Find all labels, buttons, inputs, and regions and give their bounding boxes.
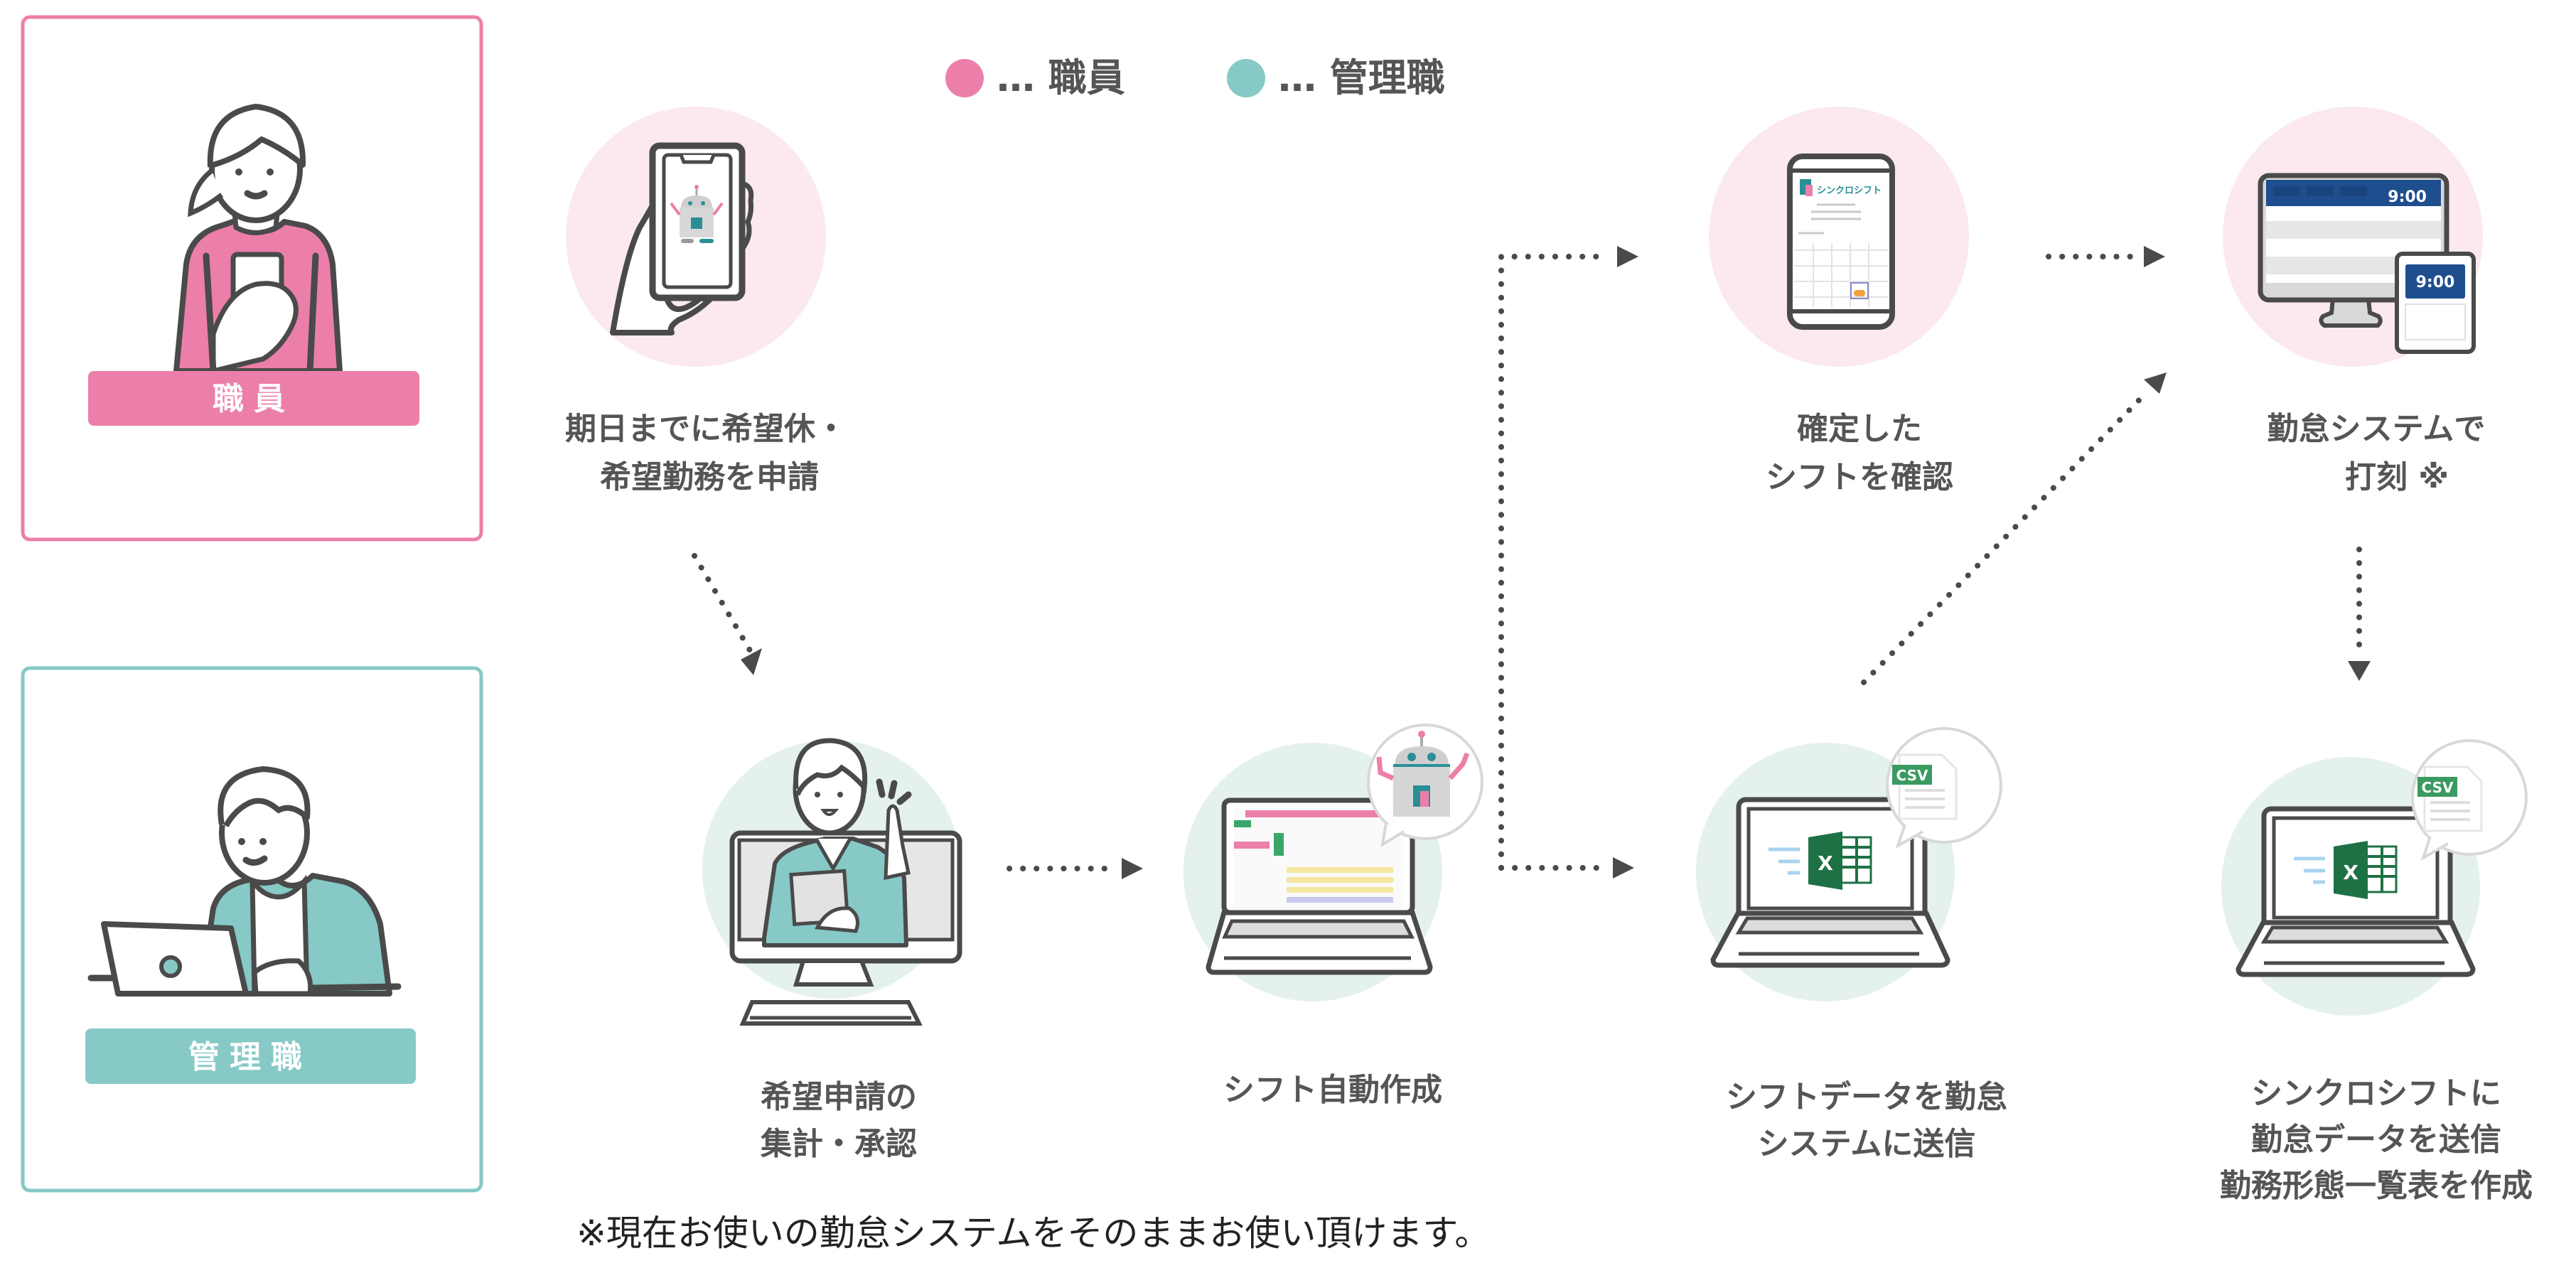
arrow-confirm-to-clock-in [2046,246,2165,267]
arrow-aggregate-to-auto-create [1007,858,1143,879]
manager-role-badge [85,1028,416,1084]
teal-dot-icon [1227,59,1265,97]
laptop-excel-csv-icon: X CSV [1710,727,2002,968]
man-with-laptop-icon [87,766,402,996]
step-label-line: 希望申請の [761,1079,917,1115]
arrow-clock-in-to-send-attendance [2348,547,2371,681]
arrowhead-icon [1613,857,1634,879]
tablet-clock-time: 9:00 [2416,274,2455,291]
legend: … 職員 … 管理職 [945,55,1445,100]
woman-on-monitor-icon [729,738,962,1026]
laptop-excel-csv-icon: X CSV [2236,739,2528,977]
phone-calendar-icon: シンクロシフト [1787,154,1895,330]
step-auto-create: シフト自動作成 [1184,724,1483,1108]
footnote: ※現在お使いの勤怠システムをそのままお使い頂けます。 [576,1213,1490,1254]
step-label-line: シフトデータを勤怠 [1726,1079,2007,1115]
step-label-line: 確定した [1797,411,1922,447]
step-label-line: シンクロシフトに [2251,1075,2501,1112]
woman-with-smartphone-icon [173,104,343,375]
step-clock-in: 9:00 9:00 勤怠システムで 打刻 ※ [2223,107,2485,495]
pink-dot-icon [945,59,984,97]
step-send-attendance: X CSV シンクロシフトに 勤怠データを送信 勤務形態一覧表を作成 [2220,739,2533,1204]
step-label-line: シフトを確認 [1766,459,1953,495]
arrowhead-icon [2144,246,2165,267]
flow-arrows [692,246,2371,879]
excel-letter: X [1818,851,1833,875]
step-label-line: シフト自動作成 [1223,1072,1442,1108]
laptop-robot-icon [1206,724,1483,975]
manager-role-card: 管理職 [21,666,483,1193]
step-label-line: システムに送信 [1758,1126,1976,1162]
phone-screen-title: シンクロシフト [1817,186,1882,196]
staff-role-label: 職員 [213,381,295,417]
time-clock-monitor-icon: 9:00 9:00 [2258,173,2476,354]
step-label-line: 勤務形態一覧表を作成 [2220,1168,2533,1204]
arrow-auto-create-to-send-shift [1498,857,1634,879]
step-label-line: 勤怠データを送信 [2251,1122,2501,1158]
staff-role-card: 職員 [21,15,483,542]
legend-manager-label: … 管理職 [1278,55,1445,100]
step-aggregate: 希望申請の 集計・承認 [702,738,962,1162]
arrowhead-icon [2144,372,2167,394]
staff-role-badge [88,371,419,426]
legend-staff-label: … 職員 [997,55,1125,100]
arrowhead-icon [741,648,762,675]
step-label-line: 集計・承認 [760,1126,917,1162]
step-send-shift: X CSV シフトデータを勤怠 システムに送信 [1696,727,2007,1162]
step-request: 期日までに希望休・ 希望勤務を申請 [565,107,847,495]
hand-holding-phone-icon [610,142,754,335]
step-label-line: 希望勤務を申請 [600,459,819,495]
step-label-line: 打刻 ※ [2345,459,2449,495]
step-label-line: 勤怠システムで [2268,411,2486,447]
csv-badge: CSV [2422,779,2454,796]
excel-letter: X [2343,861,2358,884]
step-confirm: シンクロシフト 確定した シフトを確認 [1709,107,1969,495]
csv-badge: CSV [1896,767,1928,784]
manager-role-label: 管理職 [188,1039,312,1075]
monitor-clock-time: 9:00 [2388,188,2427,206]
arrowhead-icon [1617,246,1638,267]
step-label-line: 期日までに希望休・ [565,411,847,447]
arrow-request-to-aggregate [692,553,762,675]
arrow-auto-create-to-confirm [1498,246,1638,871]
arrow-send-shift-to-clock-in [1861,372,2167,685]
arrowhead-icon [1122,858,1143,879]
arrowhead-icon [2348,661,2371,681]
